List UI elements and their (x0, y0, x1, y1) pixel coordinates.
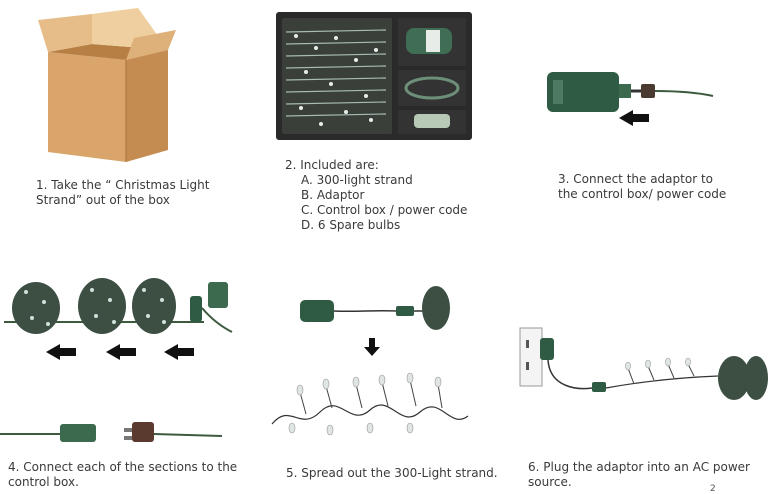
strand-spread-image (270, 372, 470, 436)
step-2-item-b: B. Adaptor (301, 188, 365, 202)
step-2-caption: 2. Included are: A. 300-light strand B. … (285, 158, 467, 233)
adaptor-connection-image (545, 70, 715, 132)
outlet-plug-image (518, 318, 768, 408)
step-2-item-a: A. 300-light strand (301, 173, 413, 187)
step-3-line-2: the control box/ power code (558, 187, 727, 201)
down-arrow-icon (364, 338, 380, 356)
step-2-intro: 2. Included are: (285, 158, 379, 172)
strand-coiled-image (296, 286, 462, 338)
package-contents-image (276, 12, 472, 140)
cardboard-box-image (30, 2, 180, 167)
connector-plugs-image (0, 412, 230, 442)
step-6-caption: 6. Plug the adaptor into an AC power sou… (528, 460, 750, 490)
step-1-line-1: 1. Take the “ Christmas Light (36, 178, 210, 192)
step-2-item-d: D. 6 Spare bulbs (301, 218, 401, 232)
step-6-line-1: 6. Plug the adaptor into an AC power (528, 460, 750, 474)
step-1-caption: 1. Take the “ Christmas Light Strand” ou… (36, 178, 209, 208)
step-3-caption: 3. Connect the adaptor to the control bo… (558, 172, 726, 202)
step-2-item-c: C. Control box / power code (301, 203, 468, 217)
step-6-line-2: source. (528, 475, 572, 489)
step-4-caption: 4. Connect each of the sections to the c… (8, 460, 237, 490)
page-number: 2 (710, 484, 716, 494)
step-5-line-1: 5. Spread out the 300-Light strand. (286, 466, 498, 480)
step-4-line-2: control box. (8, 475, 79, 489)
step-5-caption: 5. Spread out the 300-Light strand. (286, 466, 498, 481)
step-3-line-1: 3. Connect the adaptor to (558, 172, 713, 186)
step-1-line-2: Strand” out of the box (36, 193, 170, 207)
step-4-line-1: 4. Connect each of the sections to the (8, 460, 238, 474)
light-sections-image (4, 272, 234, 364)
